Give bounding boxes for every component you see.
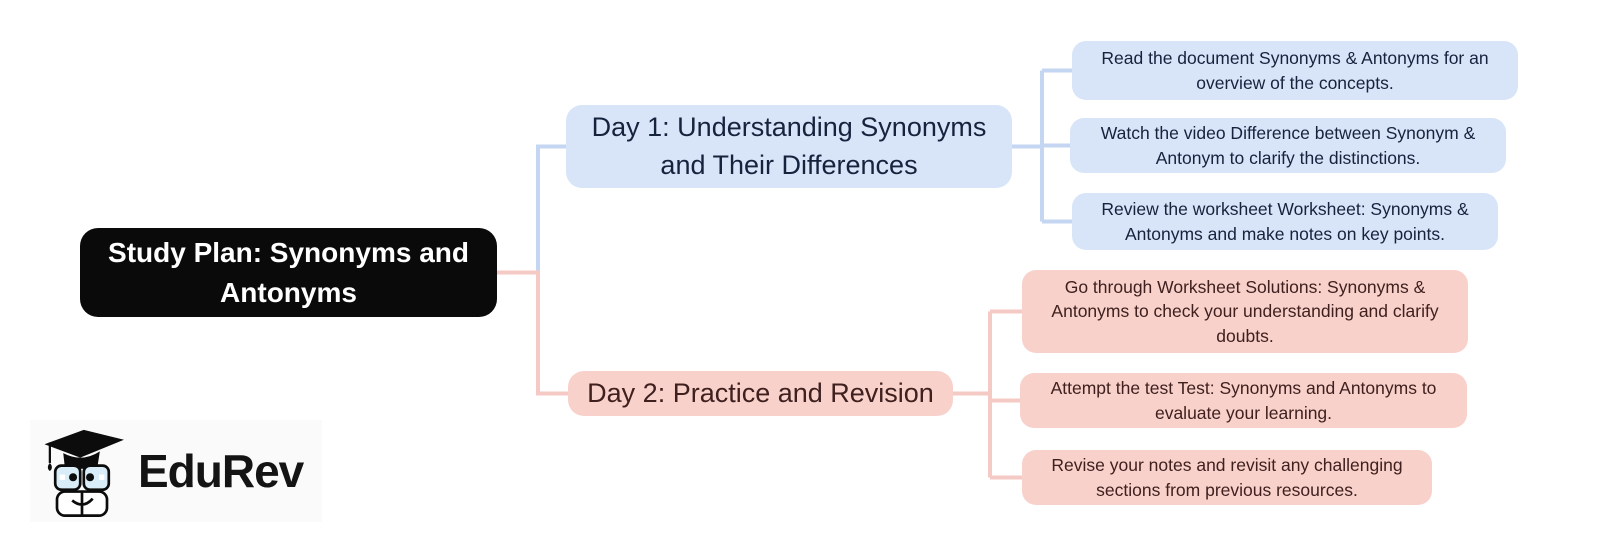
branch-node-day1: Day 1: Understanding Synonyms and Their … (566, 105, 1012, 188)
task-node-day1-review-worksheet: Review the worksheet Worksheet: Synonyms… (1072, 193, 1498, 250)
task-node-day2-attempt-test: Attempt the test Test: Synonyms and Anto… (1020, 373, 1467, 428)
task-node-day1-watch-video: Watch the video Difference between Synon… (1070, 118, 1506, 173)
task-node-day2-revise-notes: Revise your notes and revisit any challe… (1022, 450, 1432, 505)
edurev-brand-text: EduRev (138, 445, 304, 497)
day1-branch-connector (497, 68, 1072, 275)
day2-branch-connector (497, 270, 1022, 480)
edurev-logo: EduRev (30, 420, 322, 522)
branch-node-day2: Day 2: Practice and Revision (568, 371, 953, 416)
task-node-day2-worksheet-solutions: Go through Worksheet Solutions: Synonyms… (1022, 270, 1468, 353)
task-node-day1-read-document: Read the document Synonyms & Antonyms fo… (1072, 41, 1518, 100)
edurev-mascot-icon (44, 429, 124, 517)
root-node: Study Plan: Synonyms and Antonyms (80, 228, 497, 317)
